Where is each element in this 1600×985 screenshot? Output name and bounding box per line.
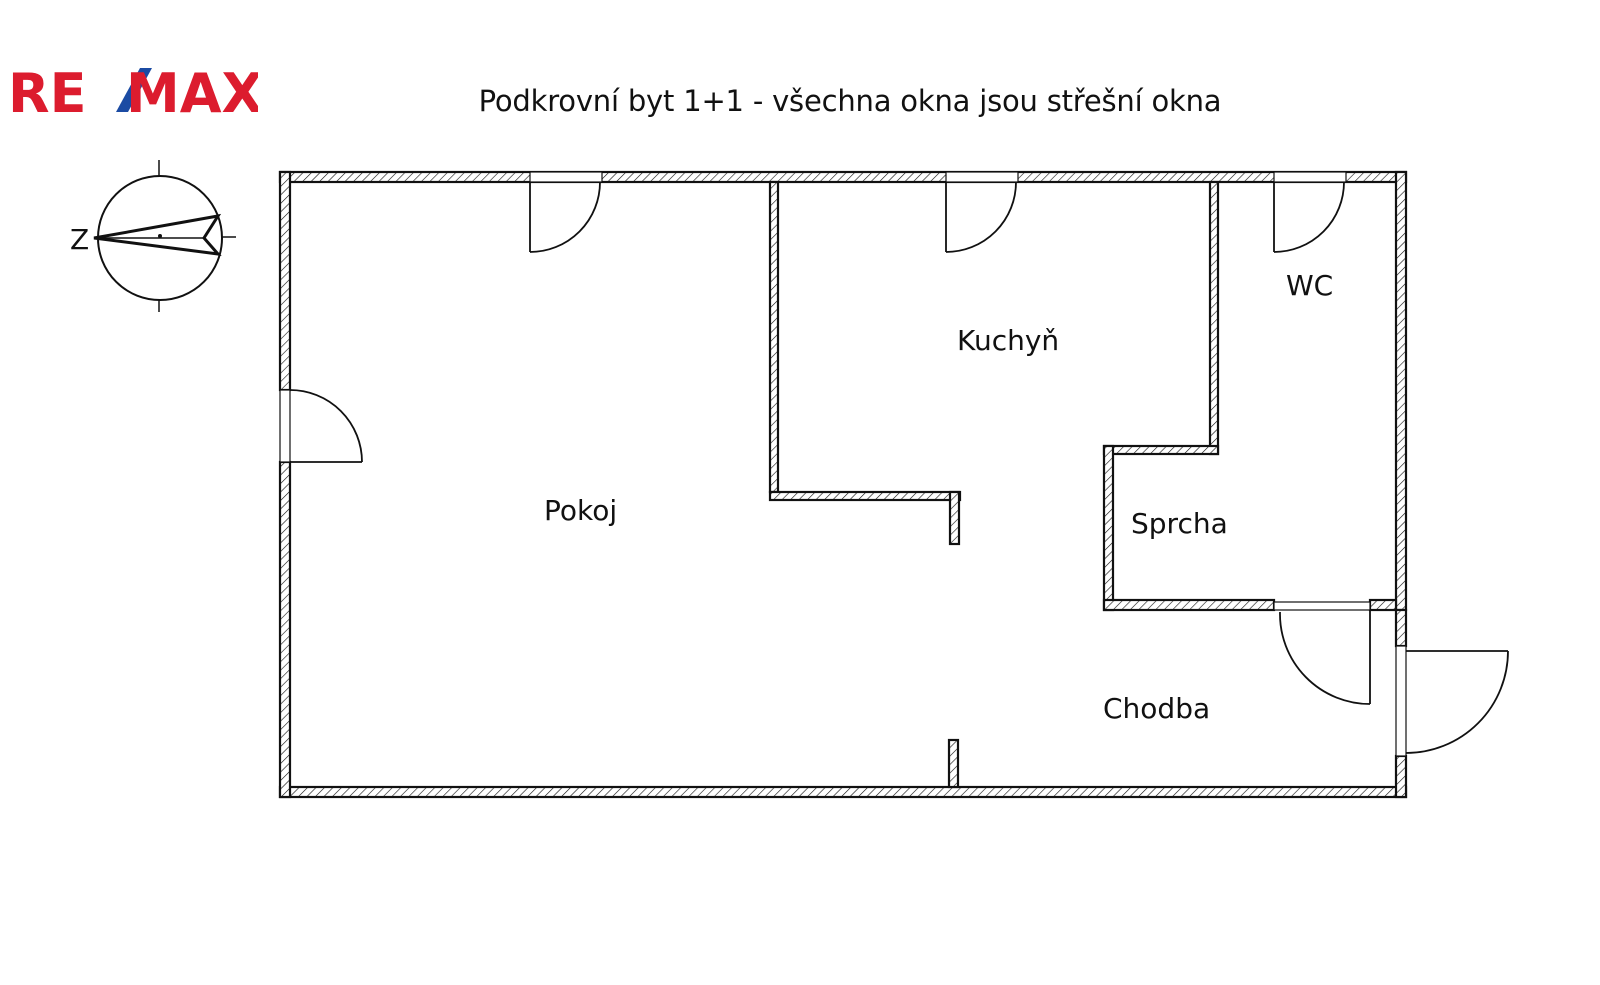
logo-slash: [116, 68, 152, 112]
remax-logo: RE MAX: [8, 62, 258, 122]
door-pokoj-left: [279, 389, 363, 463]
doors: [279, 171, 1509, 757]
room-label-chodba: Chodba: [1103, 692, 1210, 725]
room-label-pokoj: Pokoj: [544, 494, 617, 527]
interior-walls: [768, 180, 1398, 789]
outer-walls: [278, 170, 1408, 799]
plan-title: Podkrovní byt 1+1 - všechna okna jsou st…: [478, 84, 1222, 118]
logo-text-left: RE: [8, 62, 86, 122]
north-arrow-icon: Z: [70, 160, 236, 312]
room-label-sprcha: Sprcha: [1131, 507, 1228, 540]
door-entrance: [1395, 645, 1509, 757]
room-label-wc: WC: [1286, 269, 1333, 302]
room-label-kuchyn: Kuchyň: [957, 324, 1059, 357]
door-pokoj-top: [529, 171, 603, 253]
compass-label: Z: [70, 223, 89, 256]
door-kuchyn-top: [945, 171, 1019, 253]
door-wc-top: [1273, 171, 1347, 253]
logo-text-right: MAX: [126, 62, 258, 122]
room-labels: Pokoj Kuchyň WC Sprcha Chodba: [544, 269, 1333, 725]
door-sprcha: [1273, 601, 1371, 705]
